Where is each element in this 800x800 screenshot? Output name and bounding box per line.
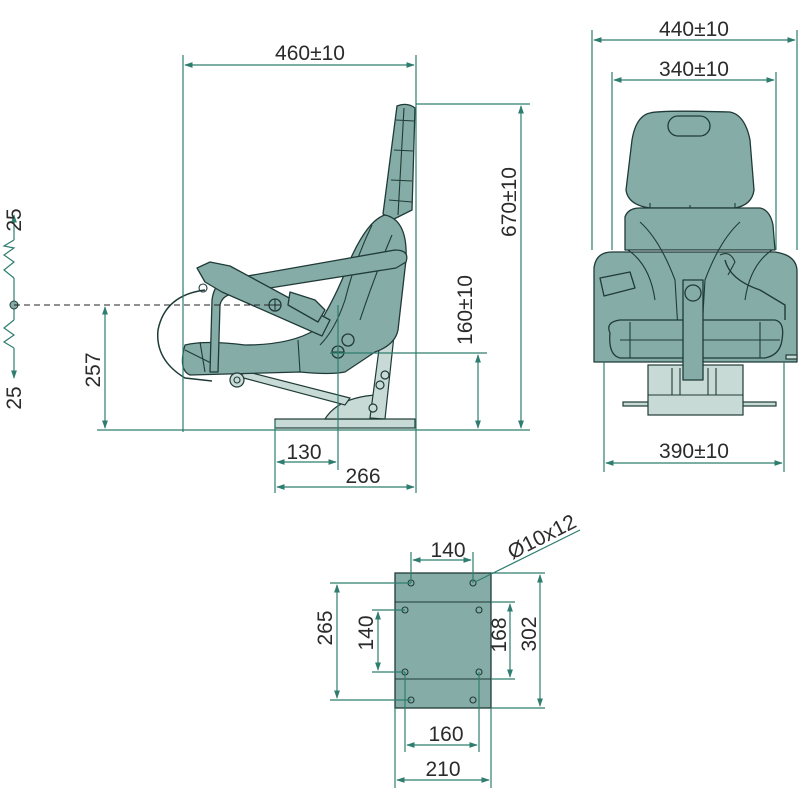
inner-hole-spacing-label: 160 — [428, 723, 463, 746]
overall-width-label: 440±10 — [659, 18, 729, 41]
side-view-seat — [157, 103, 416, 429]
suspension-spring-symbol — [2, 214, 282, 379]
spring-up-label: 25 — [3, 208, 26, 231]
backrest-width-label: 340±10 — [659, 58, 729, 81]
front-view-seat — [593, 110, 798, 416]
side-view-dimensions — [97, 55, 530, 493]
seat-ref-height-label: 257 — [82, 352, 105, 387]
outer-hole-pitch-label: 265 — [314, 610, 337, 645]
front-view-dimensions — [591, 30, 798, 472]
plate-width-label: 210 — [425, 758, 460, 781]
hole-spec-label: Ø10x12 — [504, 510, 580, 564]
base-depth-label: 266 — [345, 465, 380, 488]
plate-dimensions — [330, 529, 581, 788]
suspension-travel-label: 160±10 — [454, 275, 477, 345]
base-width-label: 390±10 — [659, 440, 729, 463]
inner-section-label: 168 — [488, 617, 511, 652]
inner-hole-pitch-label: 140 — [355, 615, 378, 650]
base-offset-label: 130 — [286, 441, 321, 464]
overall-depth-label: 460±10 — [275, 42, 345, 65]
plate-length-label: 302 — [518, 616, 541, 651]
mounting-plate — [394, 572, 492, 709]
hole-spacing-top-label: 140 — [430, 539, 465, 562]
overall-height-label: 670±10 — [498, 167, 521, 237]
spring-down-label: 25 — [3, 386, 26, 409]
